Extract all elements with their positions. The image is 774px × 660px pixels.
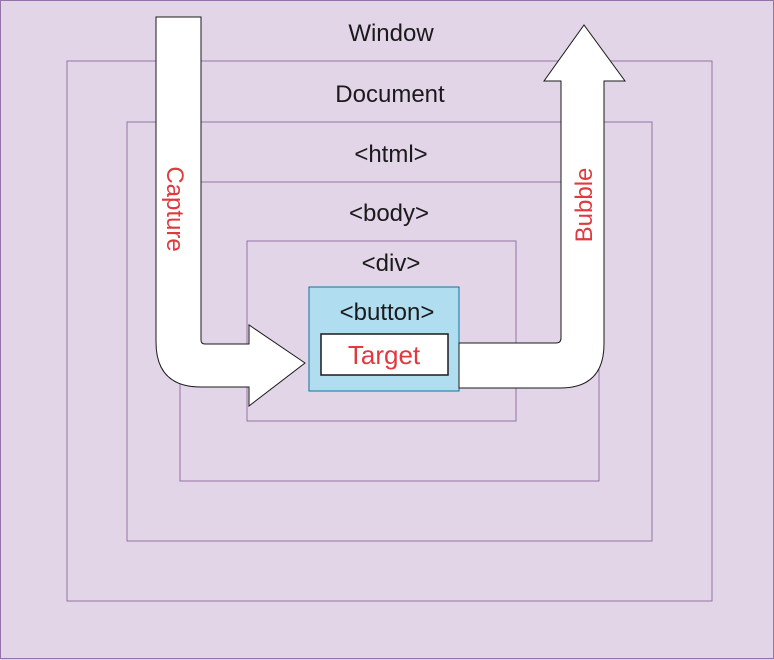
body-label: <body>	[349, 200, 429, 227]
button-label: <button>	[340, 299, 435, 326]
capture-arrow	[155, 16, 306, 408]
html-label: <html>	[354, 141, 427, 168]
document-label: Document	[335, 81, 445, 108]
window-label: Window	[348, 20, 434, 47]
document-box	[66, 60, 713, 602]
bubble-label: Bubble	[571, 168, 598, 243]
capture-label: Capture	[161, 166, 188, 251]
div-box	[246, 240, 517, 422]
target-label: Target	[348, 340, 421, 370]
bubble-arrow	[458, 24, 626, 389]
html-box	[126, 121, 653, 542]
target-box	[320, 333, 449, 376]
div-label: <div>	[362, 250, 421, 277]
